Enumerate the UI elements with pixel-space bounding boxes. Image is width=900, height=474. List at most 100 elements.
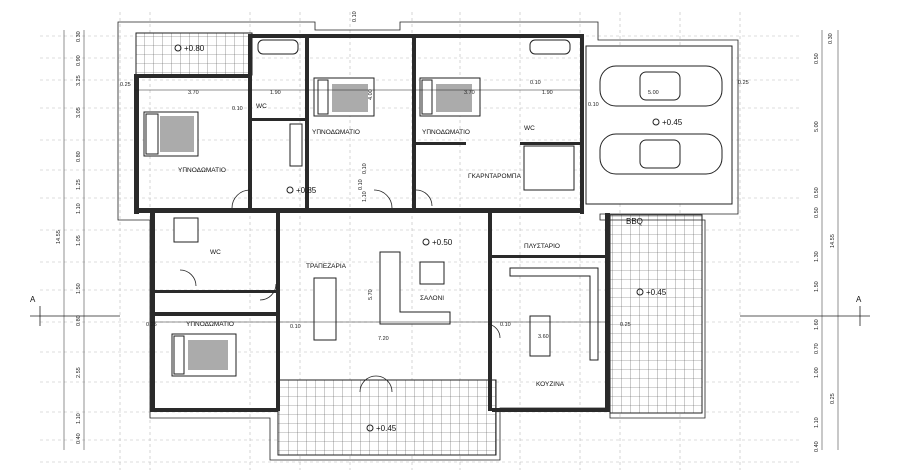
room-label-bedroom-sw: ΥΠΝΟΔΩΜΑΤΙΟ [186,321,234,328]
dim-middle: 3.60 [538,334,549,340]
bed-ne [419,77,481,117]
dim-top: 1.90 [270,90,281,96]
dim-left: 1.05 [76,235,82,246]
dimension-chain-center: 0.10 0.10 1.10 [352,11,368,202]
section-mark-right: A [856,295,862,304]
car-2 [599,133,723,175]
room-label-laundry: ΠΛΥΣΤΑΡΙΟ [524,243,560,250]
dim-right: 1.00 [814,367,820,378]
dim-middle: 7.20 [378,336,389,342]
dim-right: 0.25 [830,393,836,404]
dim-left: 0.40 [76,433,82,444]
level-marker-north: +0.80 [174,44,205,53]
kitchen-island [529,315,551,357]
kitchen-counter [509,267,599,361]
dim-right: 5.00 [814,121,820,132]
dim-middle: 0.25 [620,322,631,328]
dim-middle: 0.10 [500,322,511,328]
dim-left: 0.90 [76,55,82,66]
dim-left: 2.55 [76,367,82,378]
dim-right: 0.50 [814,187,820,198]
room-label-bedroom-n-center: ΥΠΝΟΔΩΜΑΤΙΟ [312,129,360,136]
level-marker-bbq: +0.45 [636,288,667,297]
level-marker-south: +0.45 [366,424,397,433]
dim-center: 0.10 [362,163,368,174]
dim-top: 1.90 [542,90,553,96]
furniture [143,39,723,377]
dimension-row-top: 0.25 0.10 1.90 4.00 3.70 3.70 0.10 1.90 … [120,80,749,190]
dim-top: 0.10 [530,80,541,86]
south-terrace [277,379,497,456]
dimension-chain-left: 0.30 0.90 3.25 3.05 0.80 1.25 1.10 14.55… [56,30,85,450]
room-label-wc-west: WC [210,249,221,256]
room-label-dining: ΤΡΑΠΕΖΑΡΙΑ [306,263,347,270]
room-label-wardrobe: ΓΚΑΡΝΤΑΡΟΜΠΑ [468,173,522,180]
dim-middle: 0.25 [146,322,157,328]
walls [134,34,610,412]
dim-right: 1.60 [814,319,820,330]
dim-left: 0.30 [76,31,82,42]
dim-right: 0.40 [814,441,820,452]
room-label-wc-north: WC [256,103,267,110]
dim-right: 14.55 [830,234,836,248]
dim-middle: 0.10 [290,324,301,330]
level-marker-hall: +0.85 [286,186,317,195]
dim-center: 0.10 [352,11,358,22]
coffee-table [419,261,445,285]
dim-top: 3.70 [464,90,475,96]
room-label-kitchen: ΚΟΥΖΙΝΑ [536,381,565,388]
dimension-chain-right: 0.30 0.50 5.00 0.50 0.50 14.55 1.30 1.50… [814,30,839,452]
dim-center: 1.10 [362,191,368,202]
dim-top: 0.25 [738,80,749,86]
north-terrace [135,32,253,76]
level-south-terrace: +0.45 [376,424,397,433]
section-mark-left: A [30,295,36,304]
dim-top: 3.70 [188,90,199,96]
dim-left: 1.25 [76,179,82,190]
dim-top: 5.00 [648,90,659,96]
dim-left: 1.10 [76,413,82,424]
wardrobe-block-1 [289,123,303,167]
dining-table [313,277,337,341]
dim-left: 1.10 [76,203,82,214]
dim-right: 1.30 [814,251,820,262]
level-living: +0.50 [432,238,453,247]
dim-right: 0.50 [814,207,820,218]
room-label-bbq: BBQ [626,217,643,226]
section-line [30,306,870,326]
room-label-bedroom-ne: ΥΠΝΟΔΩΜΑΤΙΟ [422,129,470,136]
dim-top: 0.10 [232,106,243,112]
dim-right: 1.50 [814,281,820,292]
dim-left: 3.25 [76,75,82,86]
level-marker-living: +0.50 [422,238,453,247]
sofa [379,251,451,325]
dim-left: 0.80 [76,151,82,162]
bathtub-1 [257,39,299,55]
level-north-terrace: +0.80 [184,44,205,53]
level-marker-garage: +0.45 [652,118,683,127]
bbq-terrace [609,214,703,414]
car-1 [599,65,723,107]
dim-right: 0.30 [828,33,834,44]
dim-left: 14.55 [56,230,62,244]
dim-right: 0.50 [814,53,820,64]
dim-left: 0.80 [76,315,82,326]
dim-top: 0.10 [358,179,364,190]
room-label-wc-ne: WC [524,125,535,132]
level-garage: +0.45 [662,118,683,127]
dim-top: 0.25 [120,82,131,88]
dim-top: 0.10 [588,102,599,108]
level-bbq-terrace: +0.45 [646,288,667,297]
room-label-bedroom-nw: ΥΠΝΟΔΩΜΑΤΙΟ [178,167,226,174]
room-label-living: ΣΑΛΟΝΙ [420,295,444,302]
bed-n-center [313,77,375,117]
bed-nw [143,111,199,157]
doors [179,189,501,393]
dim-right: 0.70 [814,343,820,354]
dim-middle: 5.70 [368,289,374,300]
shower [173,217,199,243]
bathtub-2 [529,39,571,55]
dim-left: 1.50 [76,283,82,294]
dim-top: 4.00 [368,89,374,100]
